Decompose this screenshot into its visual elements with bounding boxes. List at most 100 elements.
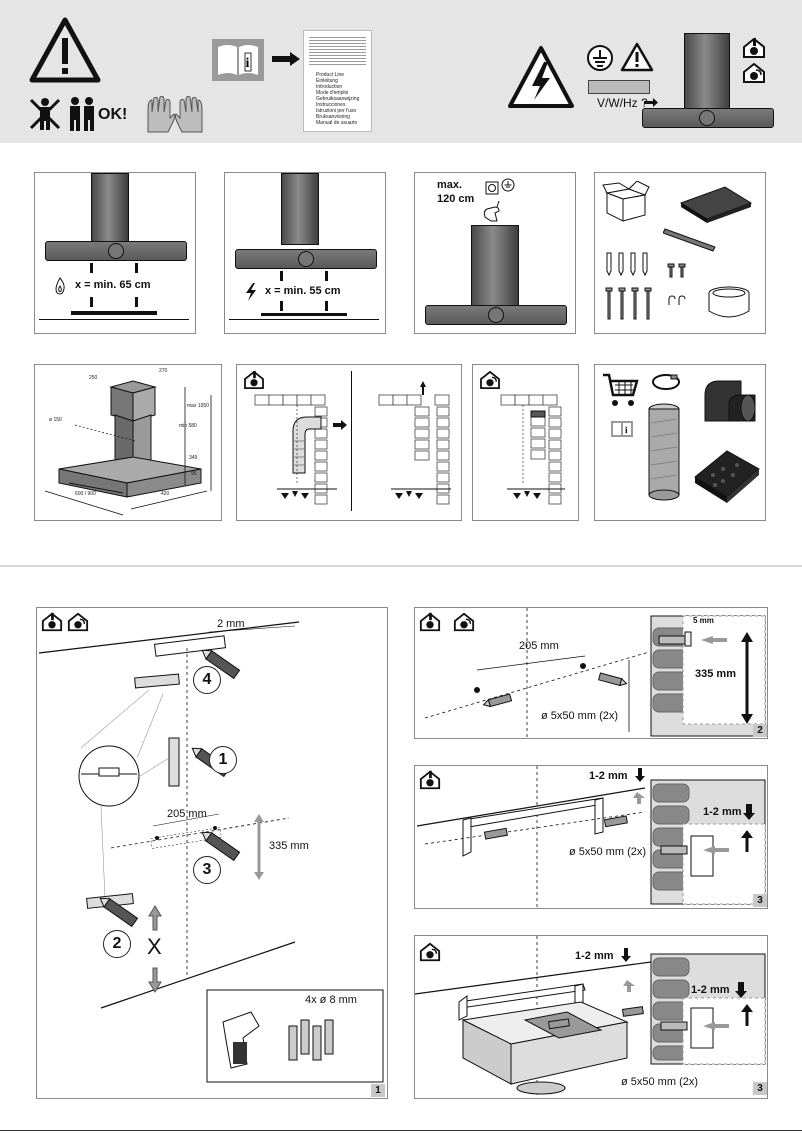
dim-h1: 349 xyxy=(189,455,198,461)
bracket-icon xyxy=(663,228,716,252)
step1-gap-label: 2 mm xyxy=(217,618,245,630)
electric-hazard-icon xyxy=(508,46,574,108)
tick xyxy=(280,271,283,281)
warning-triangle-icon xyxy=(29,17,101,83)
step-page-number: 1 xyxy=(371,1084,385,1097)
ducted-mode-icon xyxy=(244,371,264,389)
panel-ducted-install xyxy=(236,364,462,521)
step3a-adjust-top: 1-2 mm xyxy=(589,770,628,782)
hand-plug-icon xyxy=(483,200,500,222)
electric-hob xyxy=(261,313,347,316)
panel-connection: max. 120 cm xyxy=(414,172,576,334)
tick xyxy=(325,271,328,281)
booklet-line: Mode d'emploi xyxy=(316,90,349,96)
down-arrow-icon xyxy=(621,948,631,962)
hose-clamp-icon xyxy=(652,374,680,390)
gas-distance-label: x = min. 65 cm xyxy=(75,279,151,291)
step3b-panel: 1-2 mm 1-2 mm ø 5x50 mm (2x) 3 xyxy=(414,935,768,1099)
step3a-adjust-side: 1-2 mm xyxy=(703,806,742,818)
worktop xyxy=(229,319,379,320)
step3b-screw-label: ø 5x50 mm (2x) xyxy=(621,1076,699,1088)
ok-label: OK! xyxy=(98,106,128,123)
dim-depth: 420 xyxy=(161,491,170,497)
dim-top-depth: 270 xyxy=(159,368,168,374)
voltage-label: V/W/Hz ? xyxy=(597,96,648,110)
booklet-line: Bruksanvisning xyxy=(316,114,350,120)
svg-text:i: i xyxy=(246,56,250,71)
step2-spacing-label: 205 mm xyxy=(519,640,559,652)
hood-light xyxy=(108,243,124,259)
step-page-number: 3 xyxy=(753,894,767,907)
dim-min-height: min 580 xyxy=(179,423,197,429)
dim-width: 600 / 900 xyxy=(75,491,96,497)
wrong-direction-mark: X xyxy=(147,934,162,959)
dim-top-width: 250 xyxy=(89,375,98,381)
carbon-filter-icon xyxy=(694,450,760,503)
step2-gap-label: 5 mm xyxy=(693,616,714,625)
step2-screw-label: ø 5x50 mm (2x) xyxy=(541,710,619,722)
step-page-number: 3 xyxy=(753,1082,767,1095)
step3a-panel: 1-2 mm 1-2 mm ø 5x50 mm (2x) 3 xyxy=(414,765,768,909)
booklet-line: Introduction xyxy=(316,84,343,90)
panel-recirc-install xyxy=(472,364,579,521)
hood-light xyxy=(488,307,504,323)
max-height-label: max. xyxy=(437,179,463,191)
gloves-icon xyxy=(147,95,203,133)
duct-wall-drawing xyxy=(254,381,451,505)
dim-max-height: max 1050 xyxy=(187,403,209,409)
rating-plate xyxy=(588,80,650,94)
panel-dimensions: 250 270 max 1050 min 580 ø 150 349 95 60… xyxy=(34,364,222,521)
recirc-mode-icon xyxy=(453,612,475,632)
arrow-right-icon xyxy=(272,52,300,66)
ducted-mode-icon xyxy=(743,38,765,58)
drill-spec-label: 4x ø 8 mm xyxy=(305,994,357,1006)
section-divider xyxy=(0,565,802,567)
booklet-line: Manual de usuario xyxy=(316,120,358,126)
booklet-line: Gebruiksaanwijzing xyxy=(316,96,360,102)
panel-accessories: i xyxy=(594,364,766,521)
step3b-adjust-top: 1-2 mm xyxy=(575,950,614,962)
tick xyxy=(90,297,93,307)
gas-hob xyxy=(71,311,157,315)
booklet: Product Line Einleitung Introduction Mod… xyxy=(303,30,372,132)
clips-icon xyxy=(668,295,686,305)
flame-icon xyxy=(55,277,65,295)
step1-panel: 2 mm 4 1 205 mm 335 mm 3 2 X 4x ø 8 mm 1 xyxy=(36,607,388,1099)
tick xyxy=(280,301,283,311)
tick xyxy=(325,301,328,311)
recirc-mode-icon xyxy=(480,371,500,389)
no-children-icon xyxy=(29,98,61,130)
step1-drawing xyxy=(38,621,384,1083)
down-arrow-icon xyxy=(735,982,747,998)
panel-contents xyxy=(594,172,766,334)
two-persons-icon xyxy=(70,97,94,131)
panel-gas-hob: x = min. 65 cm xyxy=(34,172,196,334)
box-icon xyxy=(602,181,650,222)
booklet-line: Instrucciones xyxy=(316,102,346,108)
down-arrow-icon xyxy=(635,768,645,782)
manual-icon: i xyxy=(611,421,633,437)
step3a-drawing xyxy=(416,766,766,908)
hood-light xyxy=(699,110,715,126)
hood-dimension-drawing xyxy=(44,380,212,516)
tick xyxy=(135,297,138,307)
caution-triangle-icon xyxy=(620,42,654,72)
panel-electric-hob: x = min. 55 cm xyxy=(224,172,386,334)
wall-plugs-icon xyxy=(606,252,648,277)
duct-elbow-icon xyxy=(704,380,756,422)
step2-height-label: 335 mm xyxy=(695,668,736,680)
ground-icon xyxy=(501,178,515,192)
socket-icon xyxy=(485,181,499,195)
shopping-cart-icon xyxy=(603,373,639,406)
step2-panel: 205 mm ø 5x50 mm (2x) 5 mm 335 mm 2 xyxy=(414,607,768,739)
step-number-2: 2 xyxy=(103,930,131,958)
bottom-rule xyxy=(0,1130,802,1131)
step1-spacing-label: 205 mm xyxy=(167,808,207,820)
step-page-number: 2 xyxy=(753,724,767,737)
small-arrow-icon xyxy=(644,98,658,107)
step3b-drawing xyxy=(415,936,766,1098)
hood-light xyxy=(298,251,314,267)
small-screws-icon xyxy=(667,263,686,278)
tick xyxy=(90,263,93,273)
step2-drawing xyxy=(424,608,766,738)
